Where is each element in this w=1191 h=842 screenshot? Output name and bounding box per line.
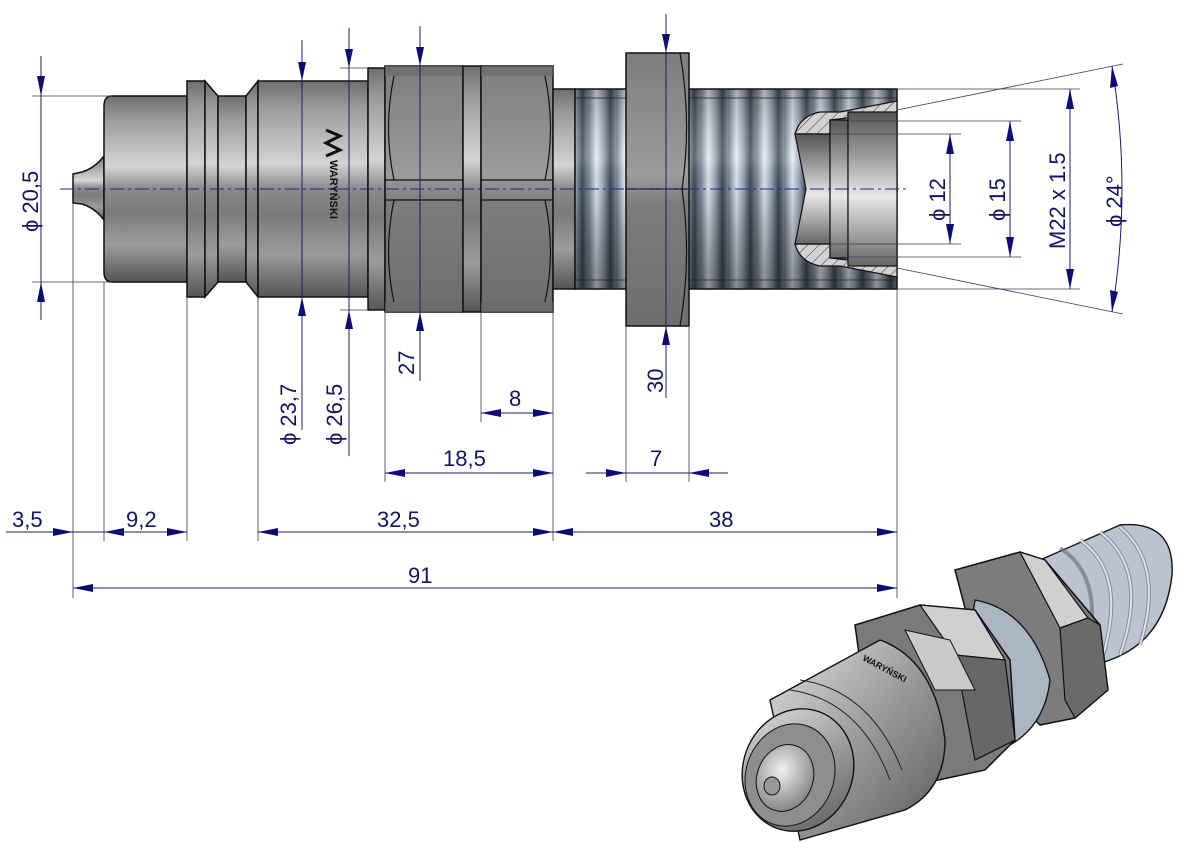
dim-length-18-5: 18,5: [385, 446, 553, 477]
label-l-7: 7: [650, 446, 662, 471]
valve-tip: [72, 153, 105, 223]
dim-length-8: 8: [481, 386, 553, 417]
label-d-12: ϕ 12: [925, 178, 950, 221]
dim-diameter-23-7: ϕ 23,7: [276, 40, 306, 445]
dim-thread-m22: M22 x 1.5: [897, 88, 1080, 290]
label-l-38: 38: [709, 507, 733, 532]
dim-cone-angle-24: ϕ 24°: [896, 63, 1127, 315]
dim-length-3-5: 3,5: [6, 507, 124, 536]
dim-hex-30: 30: [643, 14, 670, 398]
dim-diameter-12: ϕ 12: [830, 133, 961, 245]
iso-nose: [741, 708, 855, 832]
label-l-91: 91: [408, 563, 432, 588]
dim-diameter-15: ϕ 15: [848, 120, 1021, 258]
label-d-15: ϕ 15: [985, 178, 1010, 221]
dim-length-38: 38: [553, 507, 897, 536]
brand-logo: WARYŃSKI: [322, 128, 344, 219]
label-d-23-7: ϕ 23,7: [276, 384, 301, 445]
label-hex-30: 30: [643, 369, 668, 393]
dim-length-91: 91: [73, 563, 897, 592]
label-hex-27: 27: [394, 351, 419, 375]
label-l-8: 8: [509, 386, 521, 411]
label-l-32-5: 32,5: [377, 507, 420, 532]
label-l-3-5: 3,5: [12, 507, 43, 532]
iso-valve-tip: [763, 776, 781, 796]
brand-text: WARYŃSKI: [327, 160, 340, 219]
dim-length-9-2: 9,2: [104, 507, 187, 536]
label-l-18-5: 18,5: [443, 446, 486, 471]
label-l-9-2: 9,2: [126, 507, 157, 532]
label-cone-angle: ϕ 24°: [1102, 175, 1127, 227]
dim-length-7: 7: [586, 446, 728, 477]
label-thread: M22 x 1.5: [1045, 152, 1070, 249]
dim-diameter-20-5: ϕ 20,5: [18, 56, 112, 320]
isometric-view: WARYŃSKI: [741, 523, 1173, 841]
label-d-20-5: ϕ 20,5: [18, 171, 43, 232]
side-view: WARYŃSKI: [60, 52, 910, 327]
dim-length-32-5: 32,5: [258, 507, 553, 536]
dim-diameter-26-5: ϕ 26,5: [322, 28, 368, 456]
dimensions: ϕ 20,5 ϕ 23,7 ϕ 26,5 27: [6, 14, 1127, 598]
dim-hex-27: 27: [394, 26, 424, 381]
label-d-26-5: ϕ 26,5: [322, 384, 347, 445]
